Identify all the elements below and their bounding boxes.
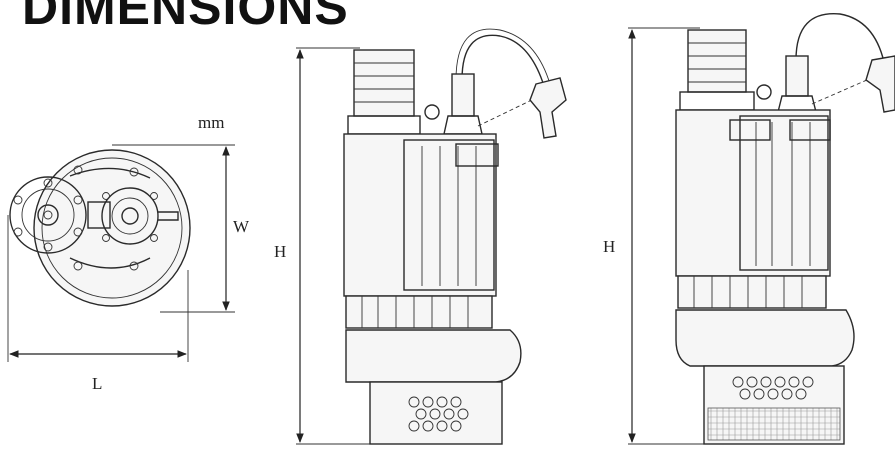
width-label: W xyxy=(233,217,250,236)
motor-housing xyxy=(343,133,497,297)
height-label-front: H xyxy=(274,242,287,261)
unit-label: mm xyxy=(198,113,225,132)
length-label: L xyxy=(92,374,103,393)
top-view xyxy=(7,144,235,362)
pump-casing xyxy=(345,329,522,383)
side-view xyxy=(628,13,895,445)
discharge-pipe xyxy=(353,49,415,117)
front-view xyxy=(296,28,567,445)
height-label-side: H xyxy=(603,237,616,256)
pump-top-outline xyxy=(33,149,191,307)
suction-strainer xyxy=(369,381,503,445)
page-title: DIMENSIONS xyxy=(22,0,349,35)
